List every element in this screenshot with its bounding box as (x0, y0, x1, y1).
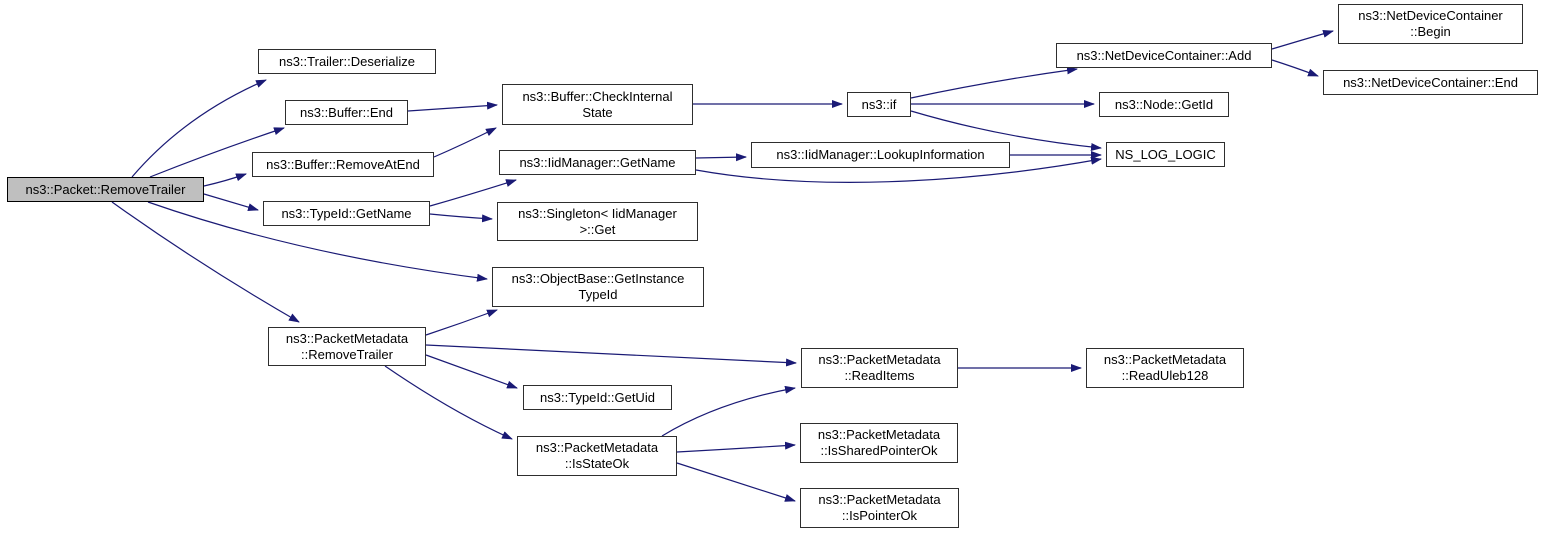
edge-packet-metadata-is-state-ok-to-packet-metadata-is-shared-pointer-ok (676, 441, 796, 453)
node-label-packet-metadata-is-shared-pointer-ok: ns3::PacketMetadata ::IsSharedPointerOk (817, 427, 941, 458)
node-trailer-deserialize[interactable]: ns3::Trailer::Deserialize (258, 49, 436, 74)
node-label-buffer-remove-at-end: ns3::Buffer::RemoveAtEnd (266, 156, 420, 172)
node-label-buffer-check-internal-state: ns3::Buffer::CheckInternal State (522, 88, 673, 120)
node-ns-log-logic[interactable]: NS_LOG_LOGIC (1106, 142, 1225, 167)
node-label-iid-manager-lookup-information: ns3::IidManager::LookupInformation (776, 147, 985, 162)
edge-iid-manager-get-name-to-iid-manager-lookup-information (695, 153, 747, 162)
node-net-device-container-end[interactable]: ns3::NetDeviceContainer::End (1323, 70, 1538, 95)
node-packet-metadata-read-items[interactable]: ns3::PacketMetadata ::ReadItems (801, 348, 958, 388)
edge-net-device-container-add-to-net-device-container-end (1271, 59, 1319, 77)
node-buffer-end[interactable]: ns3::Buffer::End (285, 100, 408, 125)
node-typeid-get-name[interactable]: ns3::TypeId::GetName (263, 201, 430, 226)
node-buffer-check-internal-state[interactable]: ns3::Buffer::CheckInternal State (502, 84, 693, 125)
node-packet-metadata-is-state-ok[interactable]: ns3::PacketMetadata ::IsStateOk (517, 436, 677, 476)
node-label-packet-metadata-read-items: ns3::PacketMetadata ::ReadItems (818, 352, 941, 383)
node-typeid-get-uid[interactable]: ns3::TypeId::GetUid (523, 385, 672, 410)
node-label-packet-remove-trailer: ns3::Packet::RemoveTrailer (25, 181, 186, 197)
node-label-packet-metadata-read-uleb128: ns3::PacketMetadata ::ReadUleb128 (1103, 352, 1227, 383)
node-label-net-device-container-begin: ns3::NetDeviceContainer ::Begin (1358, 8, 1503, 39)
node-objectbase-get-instance-typeid[interactable]: ns3::ObjectBase::GetInstance TypeId (492, 267, 704, 307)
edge-packet-remove-trailer-to-packet-metadata-remove-trailer (111, 201, 300, 323)
node-packet-metadata-is-pointer-ok[interactable]: ns3::PacketMetadata ::IsPointerOk (800, 488, 959, 528)
node-label-node-get-id: ns3::Node::GetId (1114, 96, 1214, 112)
edge-packet-remove-trailer-to-buffer-remove-at-end (203, 173, 247, 187)
node-net-device-container-begin[interactable]: ns3::NetDeviceContainer ::Begin (1338, 4, 1523, 44)
edge-packet-remove-trailer-to-typeid-get-name (203, 193, 259, 211)
node-singleton-iid-manager-get[interactable]: ns3::Singleton< IidManager >::Get (497, 202, 698, 241)
edge-typeid-get-name-to-singleton-iid-manager-get (429, 213, 493, 223)
node-label-trailer-deserialize: ns3::Trailer::Deserialize (278, 53, 416, 69)
node-packet-metadata-remove-trailer[interactable]: ns3::PacketMetadata ::RemoveTrailer (268, 327, 426, 366)
edge-packet-metadata-remove-trailer-to-objectbase-get-instance-typeid (425, 309, 498, 336)
edge-packet-remove-trailer-to-trailer-deserialize (131, 79, 267, 178)
node-label-net-device-container-end: ns3::NetDeviceContainer::End (1343, 74, 1518, 90)
node-label-ns-log-logic: NS_LOG_LOGIC (1115, 146, 1216, 162)
edge-buffer-remove-at-end-to-buffer-check-internal-state (433, 127, 497, 158)
node-packet-metadata-is-shared-pointer-ok[interactable]: ns3::PacketMetadata ::IsSharedPointerOk (800, 423, 958, 463)
node-label-ns3-if: ns3::if (861, 96, 897, 112)
node-packet-metadata-read-uleb128[interactable]: ns3::PacketMetadata ::ReadUleb128 (1086, 348, 1244, 388)
node-label-net-device-container-add: ns3::NetDeviceContainer::Add (1076, 47, 1252, 63)
edge-packet-metadata-remove-trailer-to-packet-metadata-read-items (425, 344, 797, 367)
edge-group (111, 29, 1334, 502)
edge-packet-remove-trailer-to-objectbase-get-instance-typeid (147, 201, 488, 282)
edge-packet-metadata-is-state-ok-to-packet-metadata-is-pointer-ok (676, 462, 796, 502)
node-label-packet-metadata-remove-trailer: ns3::PacketMetadata ::RemoveTrailer (285, 330, 409, 362)
edge-net-device-container-add-to-net-device-container-begin (1271, 29, 1334, 50)
node-label-packet-metadata-is-pointer-ok: ns3::PacketMetadata ::IsPointerOk (818, 492, 941, 523)
edge-iid-manager-get-name-to-ns-log-logic (695, 156, 1102, 183)
node-label-typeid-get-uid: ns3::TypeId::GetUid (540, 389, 655, 405)
edge-packet-metadata-remove-trailer-to-typeid-get-uid (425, 354, 518, 389)
node-label-singleton-iid-manager-get: ns3::Singleton< IidManager >::Get (518, 205, 677, 237)
edge-packet-metadata-is-state-ok-to-packet-metadata-read-items (661, 385, 796, 437)
edge-buffer-end-to-buffer-check-internal-state (407, 101, 498, 112)
node-iid-manager-get-name[interactable]: ns3::IidManager::GetName (499, 150, 696, 175)
node-label-buffer-end: ns3::Buffer::End (300, 104, 393, 120)
edge-packet-remove-trailer-to-buffer-end (149, 127, 285, 178)
node-label-iid-manager-get-name: ns3::IidManager::GetName (519, 154, 676, 170)
edge-packet-metadata-remove-trailer-to-packet-metadata-is-state-ok (384, 365, 513, 440)
edge-ns3-if-to-net-device-container-add (910, 66, 1078, 99)
node-iid-manager-lookup-information[interactable]: ns3::IidManager::LookupInformation (751, 142, 1010, 168)
node-buffer-remove-at-end[interactable]: ns3::Buffer::RemoveAtEnd (252, 152, 434, 177)
node-label-objectbase-get-instance-typeid: ns3::ObjectBase::GetInstance TypeId (511, 271, 685, 302)
node-node-get-id[interactable]: ns3::Node::GetId (1099, 92, 1229, 117)
node-label-typeid-get-name: ns3::TypeId::GetName (281, 205, 412, 221)
node-net-device-container-add[interactable]: ns3::NetDeviceContainer::Add (1056, 43, 1272, 68)
edge-typeid-get-name-to-iid-manager-get-name (429, 179, 517, 207)
edge-ns3-if-to-ns-log-logic (910, 110, 1102, 151)
node-packet-remove-trailer[interactable]: ns3::Packet::RemoveTrailer (7, 177, 204, 202)
node-label-packet-metadata-is-state-ok: ns3::PacketMetadata ::IsStateOk (535, 440, 659, 471)
node-ns3-if[interactable]: ns3::if (847, 92, 911, 117)
